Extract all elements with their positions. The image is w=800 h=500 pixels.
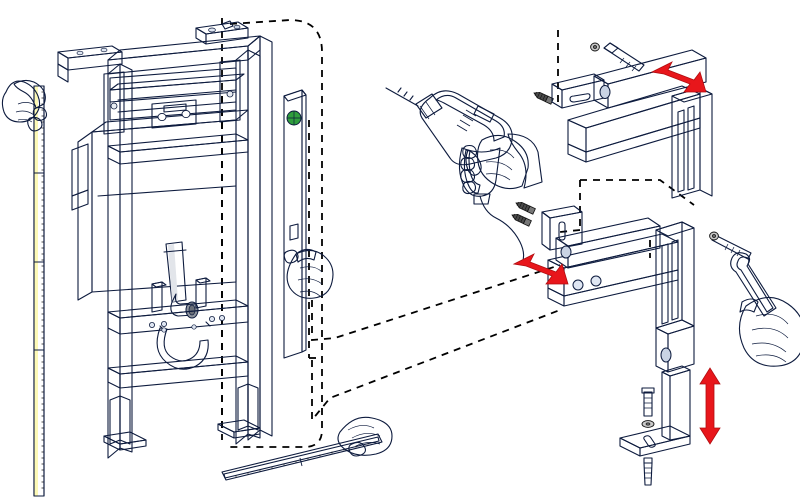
foot-bolt	[641, 387, 655, 417]
spirit-level-vertical	[283, 89, 307, 359]
install-frame	[57, 20, 273, 459]
concealed-cistern	[77, 73, 249, 301]
hand-holding-drill	[460, 133, 543, 195]
wrench-hand	[709, 231, 800, 367]
hammer-drill	[385, 87, 525, 265]
wall-bracket-top-right	[195, 20, 249, 45]
folding-ruler-horizontal	[221, 433, 383, 481]
foot-washer	[641, 420, 655, 428]
hand-holding-ruler-horizontal	[337, 416, 393, 457]
folding-ruler-vertical	[33, 85, 45, 497]
dashed-alignment-lines	[221, 18, 695, 448]
hand-holding-ruler	[1, 79, 48, 132]
foot-assembly	[619, 319, 721, 486]
adjustable-feet	[103, 383, 261, 451]
hex-bolt-right	[709, 231, 752, 260]
flush-plate-mount	[151, 99, 197, 129]
wall-plug-top	[532, 89, 554, 105]
wc-collar-clamp	[156, 321, 211, 370]
arrow-horizontal-top	[650, 61, 707, 93]
arrow-horizontal-middle	[512, 253, 569, 285]
arrow-vertical-foot	[699, 367, 721, 445]
wall-bracket-assembly-middle	[512, 199, 695, 329]
wall-plug-middle	[514, 199, 536, 215]
floor-anchor	[643, 457, 653, 486]
hex-bolt-top	[603, 42, 645, 72]
wall-bracket-assembly-top	[532, 42, 713, 199]
washer-top	[590, 42, 600, 52]
hand-holding-level	[286, 248, 334, 299]
wall-plug-lower	[510, 211, 532, 227]
wall-bracket-top-left	[57, 45, 123, 83]
flush-pipe	[163, 241, 199, 319]
